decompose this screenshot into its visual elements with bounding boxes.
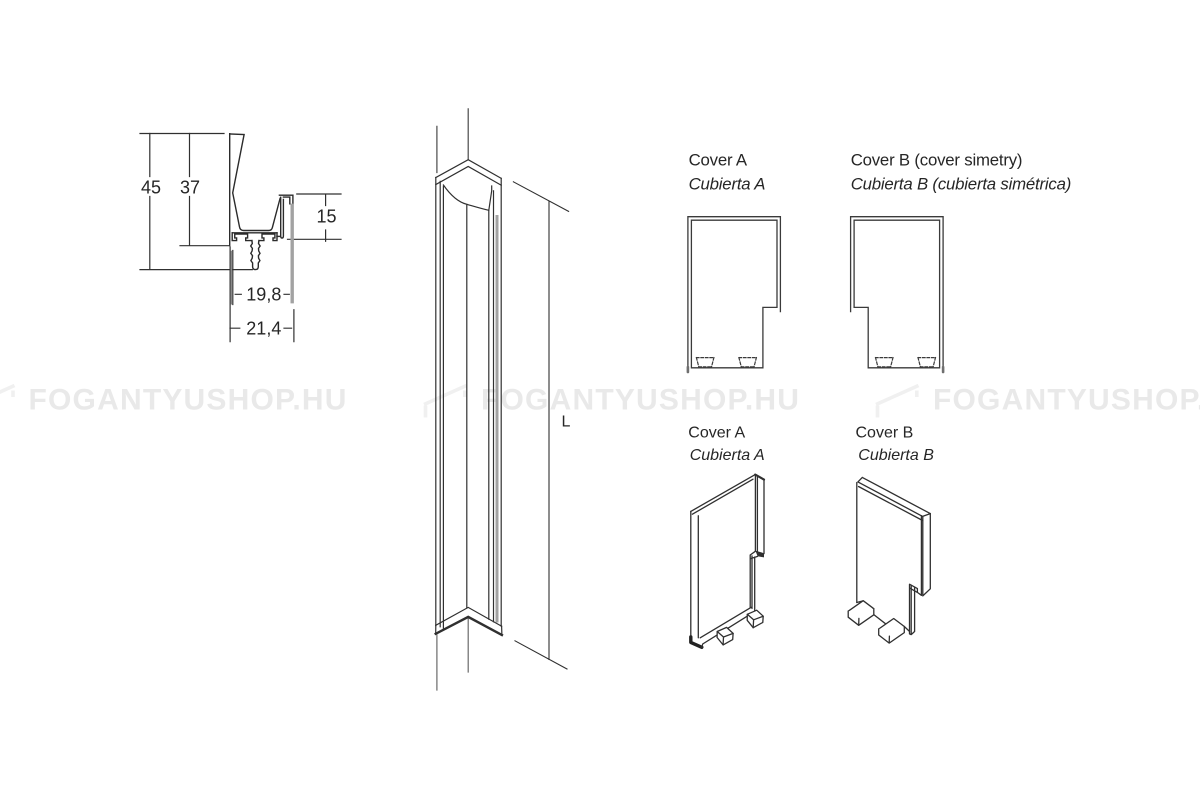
svg-text:37: 37 [180,177,200,197]
svg-text:FOGANTYUSHOP.HU: FOGANTYUSHOP.HU [29,384,348,417]
svg-text:Cubierta A: Cubierta A [689,174,766,193]
svg-text:Cover B (cover simetry): Cover B (cover simetry) [851,151,1023,170]
svg-text:L: L [562,414,571,431]
svg-text:45: 45 [141,177,161,197]
svg-text:FOGANTYUSHOP.HU: FOGANTYUSHOP.HU [481,384,800,417]
svg-text:Cubierta B: Cubierta B [858,447,934,464]
svg-text:Cover A: Cover A [689,151,748,170]
svg-text:Cover A: Cover A [688,425,745,442]
svg-text:Cubierta B (cubierta simétrica: Cubierta B (cubierta simétrica) [851,174,1071,193]
svg-text:FOGANTYUSHOP.HU: FOGANTYUSHOP.HU [933,384,1200,417]
svg-text:Cover B: Cover B [856,425,914,442]
svg-text:15: 15 [317,207,337,227]
svg-text:19,8: 19,8 [246,284,281,304]
svg-text:Cubierta A: Cubierta A [690,447,765,464]
svg-text:21,4: 21,4 [246,318,281,338]
